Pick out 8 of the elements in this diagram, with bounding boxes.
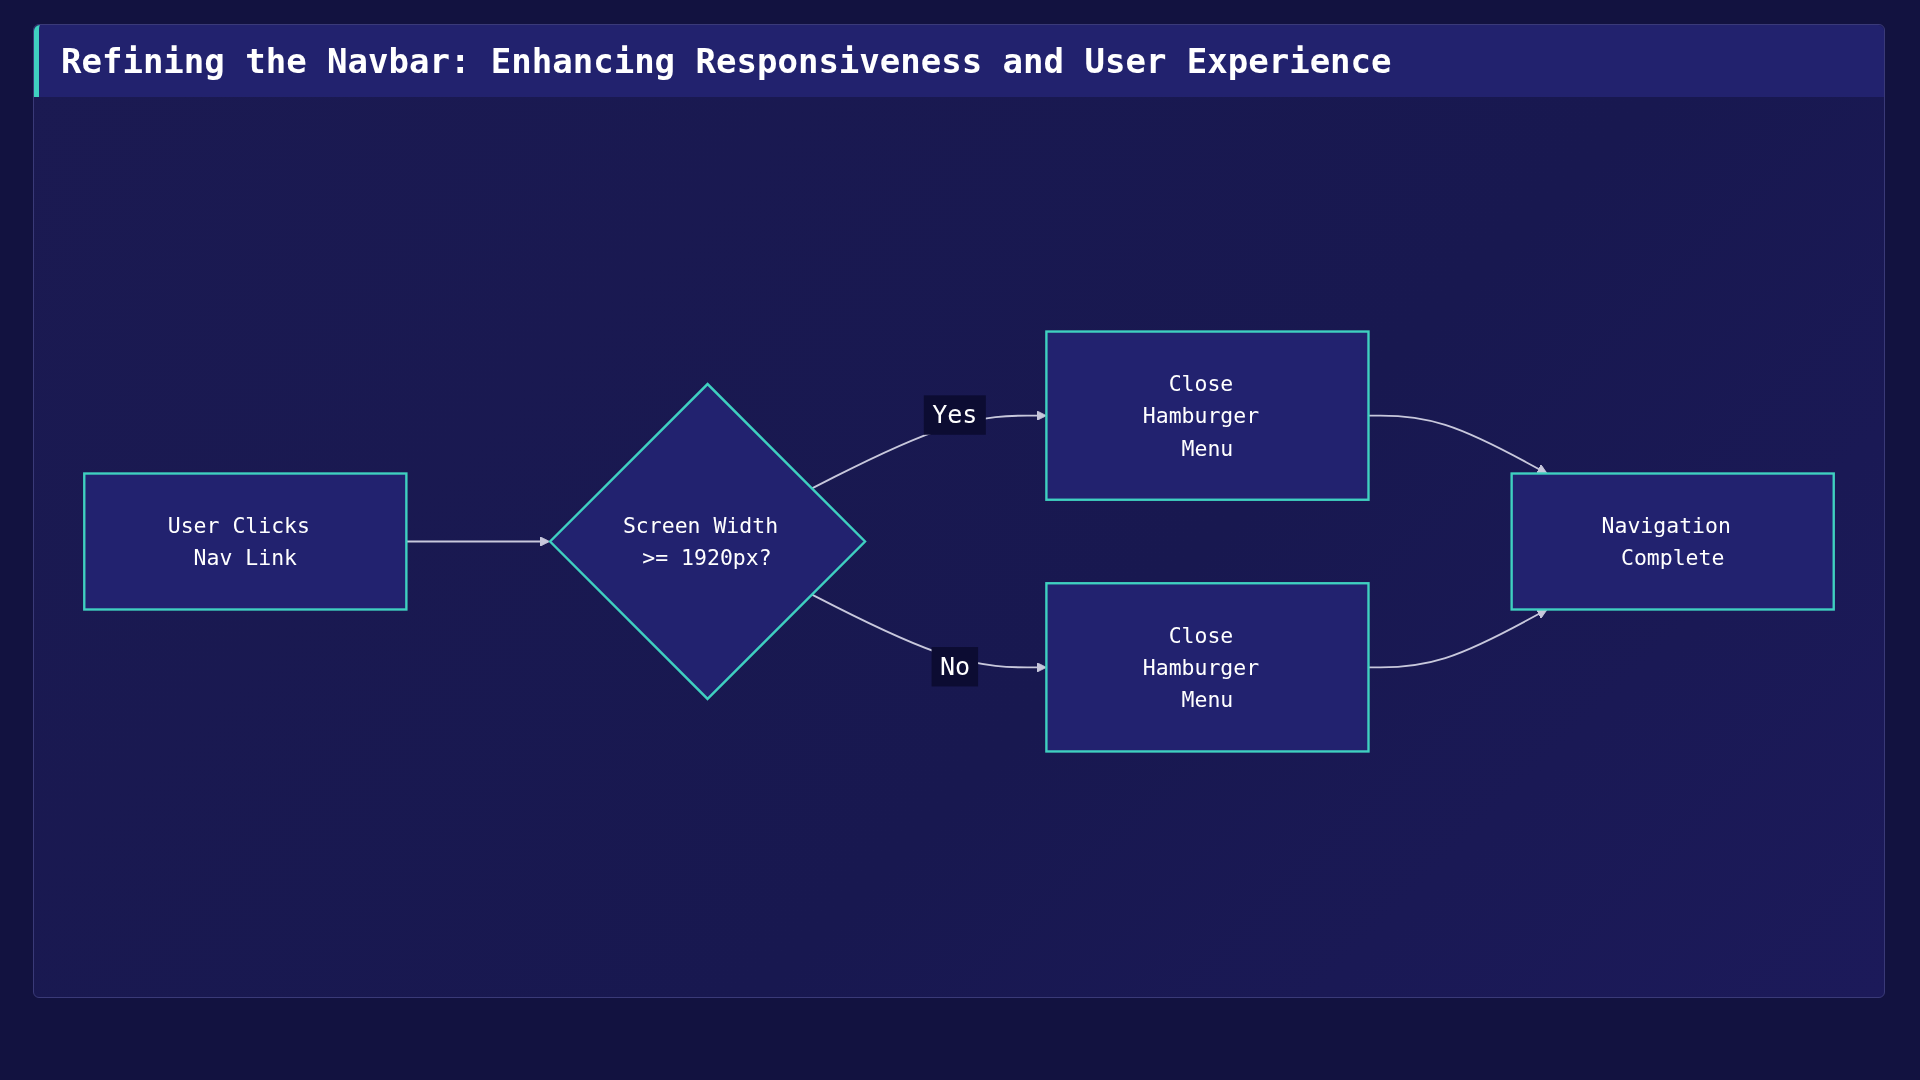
node-box: User Clicks Nav Link (83, 471, 408, 611)
node-box: Close Hamburger Menu (1045, 581, 1370, 753)
node-box: Navigation Complete (1510, 471, 1835, 611)
node-box: Close Hamburger Menu (1045, 329, 1370, 501)
edge-label: Yes (923, 394, 986, 435)
node-diamond: Screen Width >= 1920px? (548, 381, 867, 701)
edge-label: No (931, 646, 979, 687)
title: Refining the Navbar: Enhancing Responsiveness and User Experience (61, 40, 1392, 83)
